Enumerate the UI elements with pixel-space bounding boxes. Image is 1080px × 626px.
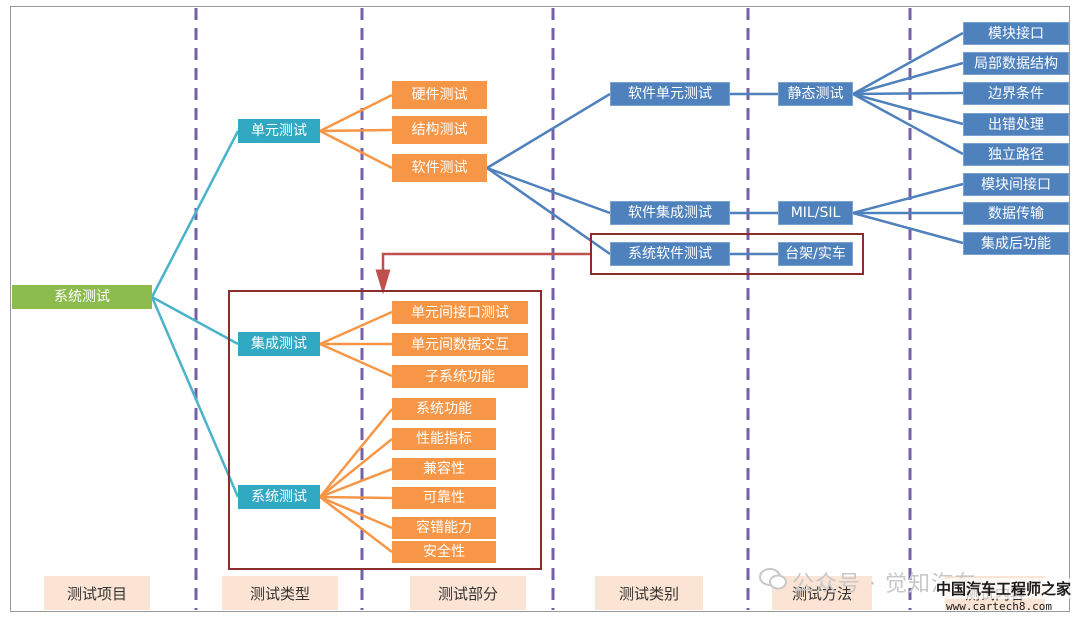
part-structure-test: 结构测试 (392, 116, 487, 144)
part-system-function: 系统功能 (392, 398, 496, 420)
part-unit-interface-test: 单元间接口测试 (392, 301, 528, 324)
part-hardware-test: 硬件测试 (392, 81, 487, 109)
category-software-unit-test: 软件单元测试 (610, 82, 730, 106)
footer-test-item: 测试项目 (44, 576, 150, 610)
root-node: 系统测试 (12, 285, 152, 309)
part-software-test: 软件测试 (392, 154, 487, 182)
content-boundary-condition: 边界条件 (963, 82, 1069, 105)
wechat-icon (758, 566, 788, 596)
content-post-integration-function: 集成后功能 (963, 232, 1069, 255)
part-reliability: 可靠性 (392, 487, 496, 509)
part-safety: 安全性 (392, 541, 496, 563)
footer-test-part: 测试部分 (410, 576, 526, 610)
footer-test-method: 测试方法 (772, 576, 872, 610)
site-logo-title: 中国汽车工程师之家 (936, 578, 1072, 599)
part-subsystem-function: 子系统功能 (392, 365, 528, 388)
method-mil-sil: MIL/SIL (778, 201, 853, 225)
method-static-test: 静态测试 (778, 82, 853, 106)
mapping-arrow (375, 252, 590, 295)
site-logo-url: www.cartech8.com (946, 600, 1052, 613)
category-software-integration-test: 软件集成测试 (610, 201, 730, 225)
part-compatibility: 兼容性 (392, 458, 496, 480)
method-bench-vehicle: 台架/实车 (778, 242, 853, 266)
content-module-interface: 模块接口 (963, 22, 1069, 45)
diagram-frame (10, 6, 1070, 612)
type-integration-test: 集成测试 (238, 332, 320, 356)
content-inter-module-interface: 模块间接口 (963, 173, 1069, 196)
root-connectors (150, 130, 240, 498)
part-fault-tolerance: 容错能力 (392, 517, 496, 539)
type-system-test: 系统测试 (238, 485, 320, 509)
content-data-transfer: 数据传输 (963, 202, 1069, 225)
type-unit-test: 单元测试 (238, 119, 320, 143)
part-performance-index: 性能指标 (392, 428, 496, 450)
content-error-handling: 出错处理 (963, 113, 1069, 136)
highlight-box-system-software (590, 233, 864, 275)
part-unit-data-exchange: 单元间数据交互 (392, 333, 528, 356)
content-local-data-structure: 局部数据结构 (963, 52, 1069, 75)
software-connectors (486, 31, 964, 256)
footer-test-category: 测试类别 (595, 576, 703, 610)
category-system-software-test: 系统软件测试 (610, 242, 730, 266)
part-connectors (319, 93, 393, 553)
highlight-box-integration-system (228, 290, 542, 570)
content-independent-path: 独立路径 (963, 143, 1069, 166)
footer-test-type: 测试类型 (222, 576, 338, 610)
